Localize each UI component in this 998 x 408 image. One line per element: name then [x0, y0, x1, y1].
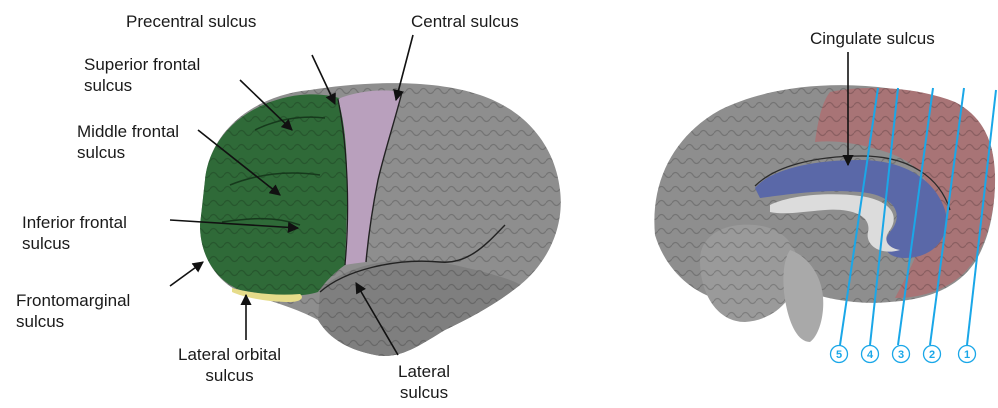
label-inferior-frontal-line2: sulcus [22, 233, 127, 254]
slice-number-2: 2 [929, 349, 935, 361]
label-superior-frontal-sulcus: Superior frontal sulcus [84, 54, 200, 96]
label-precentral-sulcus: Precentral sulcus [126, 11, 256, 32]
medial-brain [654, 85, 995, 342]
label-middle-frontal-line1: Middle frontal [77, 121, 179, 142]
label-lateral-orbital-line2: sulcus [178, 365, 281, 386]
label-inferior-frontal-sulcus: Inferior frontal sulcus [22, 212, 127, 254]
label-middle-frontal-sulcus: Middle frontal sulcus [77, 121, 179, 163]
slice-number-4: 4 [867, 349, 874, 361]
label-inferior-frontal-line1: Inferior frontal [22, 212, 127, 233]
label-superior-frontal-line1: Superior frontal [84, 54, 200, 75]
slice-number-1: 1 [964, 349, 970, 361]
label-cingulate-sulcus: Cingulate sulcus [810, 28, 935, 49]
label-middle-frontal-line2: sulcus [77, 142, 179, 163]
label-lateral-orbital-sulcus: Lateral orbital sulcus [178, 344, 281, 386]
label-superior-frontal-line2: sulcus [84, 75, 200, 96]
label-frontomarginal-sulcus: Frontomarginal sulcus [16, 290, 130, 332]
label-lateral-sulcus: Lateral sulcus [398, 361, 450, 403]
label-central-line1: Central sulcus [411, 11, 519, 32]
label-lateral-line2: sulcus [398, 382, 450, 403]
lateral-brain [200, 83, 561, 356]
label-lateral-orbital-line1: Lateral orbital [178, 344, 281, 365]
slice-number-5: 5 [836, 349, 842, 361]
slice-number-circles: 5 4 3 2 1 [831, 346, 976, 363]
slice-number-3: 3 [898, 349, 904, 361]
label-frontomarginal-line1: Frontomarginal [16, 290, 130, 311]
label-frontomarginal-line2: sulcus [16, 311, 130, 332]
label-lateral-line1: Lateral [398, 361, 450, 382]
label-central-sulcus: Central sulcus [411, 11, 519, 32]
label-precentral-line1: Precentral sulcus [126, 11, 256, 32]
label-cingulate-line1: Cingulate sulcus [810, 28, 935, 49]
